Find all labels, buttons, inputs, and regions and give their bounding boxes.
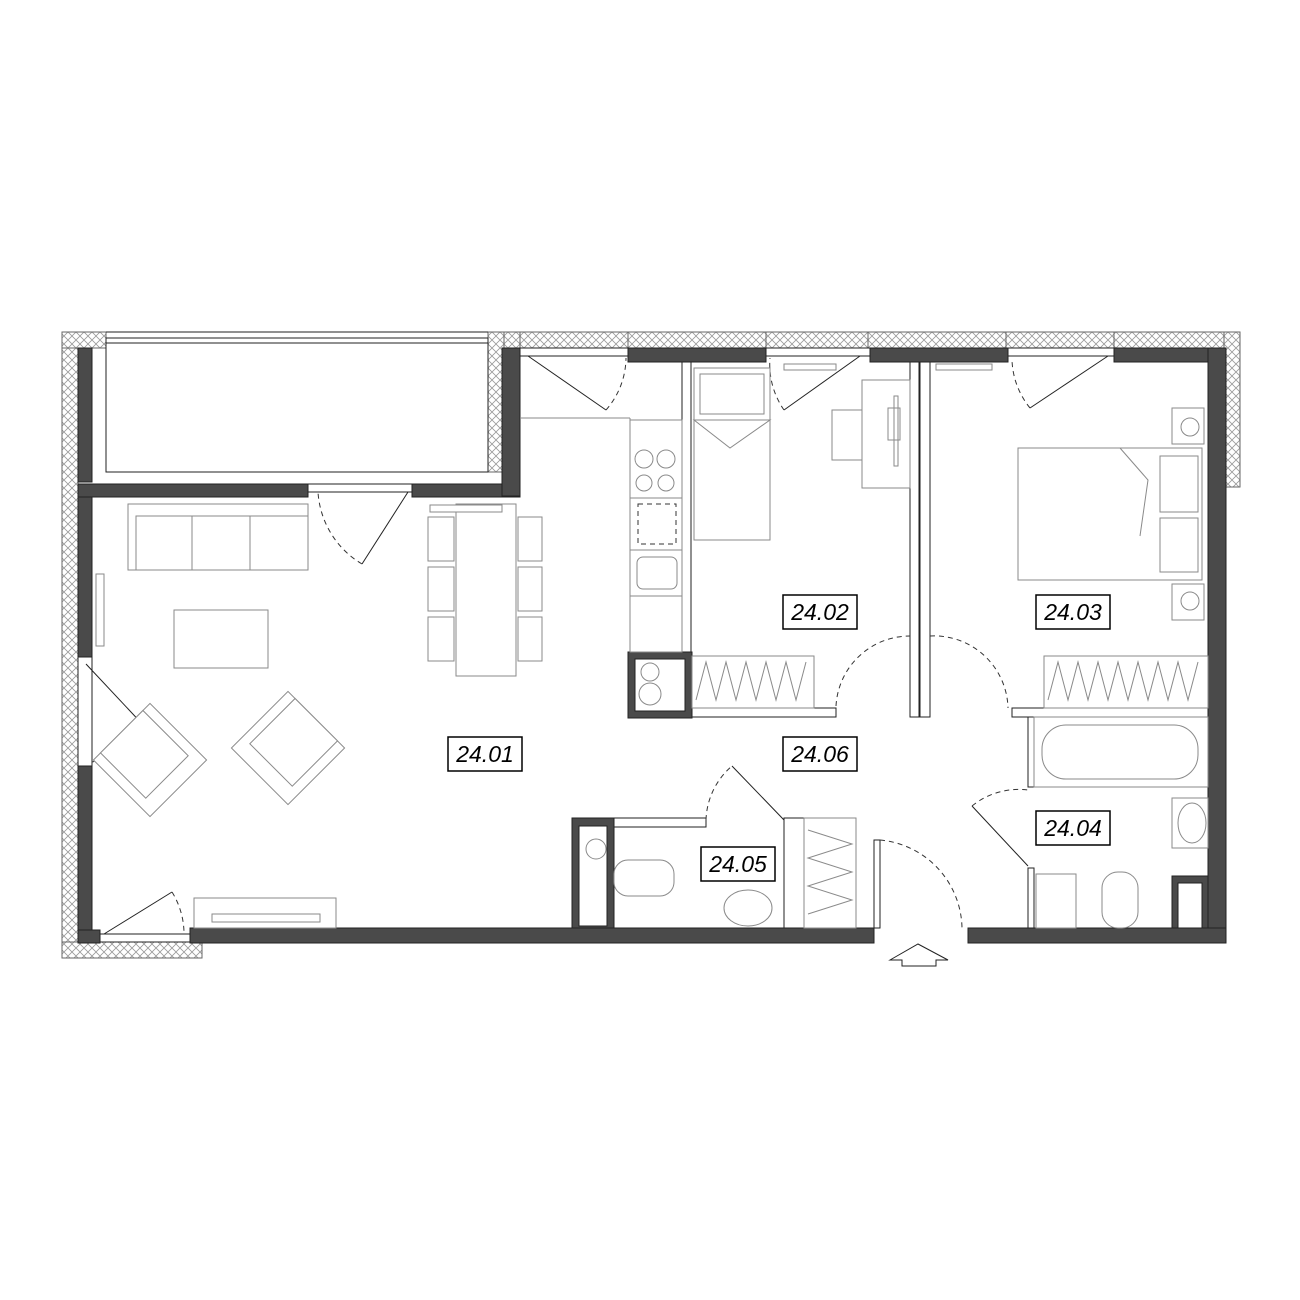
- walls: [77, 347, 1227, 944]
- wardrobe: [1043, 655, 1209, 709]
- sink-icon: [1171, 797, 1209, 849]
- toilet-icon: [585, 838, 675, 897]
- svg-text:24.05: 24.05: [708, 851, 767, 877]
- sink-icon: [629, 549, 683, 653]
- toilet-icon: [1101, 871, 1139, 929]
- svg-text:24.02: 24.02: [790, 599, 849, 625]
- room-label-24-05: 24.05: [700, 846, 776, 882]
- wardrobe: [691, 655, 815, 709]
- tv-unit: [193, 897, 337, 929]
- radiator-icon: [935, 363, 993, 371]
- doors: [85, 355, 1109, 935]
- armchair-icon: [92, 702, 208, 818]
- balcony: [105, 331, 489, 473]
- svg-text:24.01: 24.01: [455, 741, 514, 767]
- wardrobe: [803, 817, 857, 929]
- room-label-24-01: 24.01: [447, 736, 523, 772]
- armchair-icon: [230, 690, 346, 806]
- room-label-24-04: 24.04: [1035, 810, 1111, 846]
- insulation: [61, 331, 1241, 959]
- room-label-24-06: 24.06: [782, 736, 858, 772]
- sofa-icon: [127, 503, 309, 571]
- washing-machine: [1035, 873, 1077, 929]
- svg-text:24.03: 24.03: [1043, 599, 1102, 625]
- sink-icon: [723, 889, 773, 927]
- coffee-table: [173, 609, 269, 669]
- bed-icon: [1017, 407, 1205, 621]
- bed-icon: [692, 367, 772, 541]
- desk: [831, 379, 911, 489]
- windows: [77, 347, 1115, 943]
- radiator-icon: [783, 363, 837, 371]
- room-label-24-02: 24.02: [782, 594, 858, 630]
- stove-icon: [629, 419, 683, 551]
- dining-table: [427, 503, 543, 677]
- entrance-arrow-icon: [888, 943, 949, 967]
- room-label-24-03: 24.03: [1035, 594, 1111, 630]
- svg-text:24.06: 24.06: [790, 741, 849, 767]
- svg-text:24.04: 24.04: [1043, 815, 1102, 841]
- radiator-icon: [95, 573, 105, 647]
- bathtub-icon: [1033, 716, 1209, 788]
